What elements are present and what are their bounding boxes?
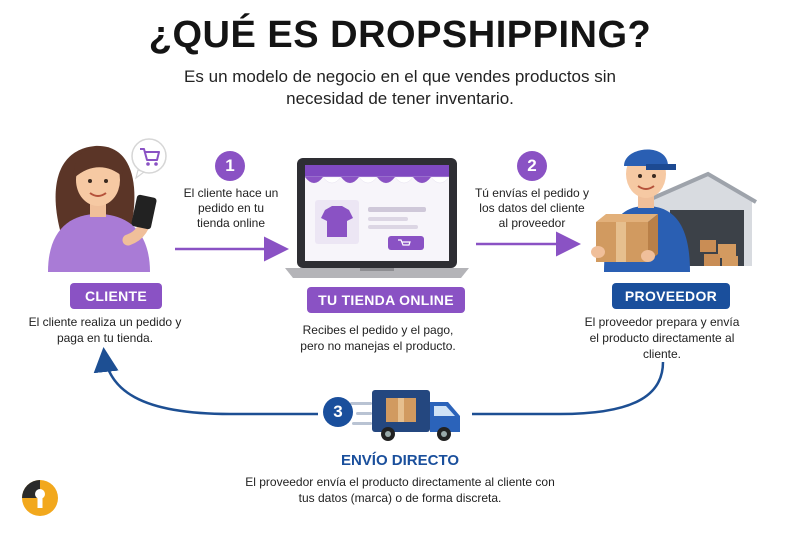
shirt-icon bbox=[315, 200, 359, 244]
step-1-number: 1 bbox=[215, 151, 245, 181]
envio-description: El proveedor envía el producto directame… bbox=[245, 475, 555, 505]
box-icon bbox=[596, 214, 658, 262]
step-2-number: 2 bbox=[517, 151, 547, 181]
tienda-description: Recibes el pedido y el pago, pero no man… bbox=[300, 323, 456, 353]
laptop-illustration bbox=[285, 158, 469, 278]
cliente-illustration bbox=[48, 145, 157, 272]
truck-icon bbox=[350, 390, 460, 441]
page-title: ¿QUÉ ES DROPSHIPPING? bbox=[148, 14, 652, 56]
step-3-number: 3 bbox=[323, 397, 353, 427]
cliente-cart-bubble bbox=[131, 138, 167, 180]
proveedor-description: El proveedor prepara y envía el producto… bbox=[584, 315, 740, 361]
arrow-return-right bbox=[472, 361, 665, 416]
step-1-text: El cliente hace un pedido en tu tienda o… bbox=[183, 186, 279, 230]
proveedor-illustration bbox=[591, 149, 690, 272]
arrow-return-left bbox=[93, 347, 318, 416]
cart-icon bbox=[140, 148, 160, 166]
step-2-text: Tú envías el pedido y los datos del clie… bbox=[474, 186, 590, 230]
cliente-description: El cliente realiza un pedido y paga en t… bbox=[28, 315, 182, 345]
store-awning bbox=[304, 165, 450, 184]
proveedor-label: PROVEEDOR bbox=[612, 283, 730, 309]
logo-icon bbox=[22, 480, 58, 516]
page-subtitle: Es un modelo de negocio en el que vendes… bbox=[184, 67, 616, 108]
tienda-label: TU TIENDA ONLINE bbox=[307, 287, 465, 313]
envio-label: ENVÍO DIRECTO bbox=[340, 452, 460, 469]
cliente-label: CLIENTE bbox=[70, 283, 162, 309]
